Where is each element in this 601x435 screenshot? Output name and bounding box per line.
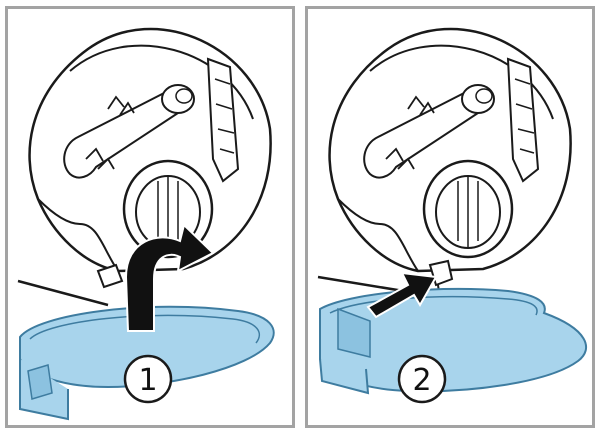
- hinge-bracket: [206, 57, 240, 183]
- step-2-panel: 2: [305, 6, 595, 428]
- filter-handle: [63, 84, 195, 179]
- service-cover: [319, 288, 588, 395]
- step-1-number: 1: [138, 363, 157, 398]
- step-1-badge: [123, 354, 173, 404]
- drain-hose-line: [17, 279, 109, 307]
- hinge-bracket: [506, 57, 540, 183]
- step-2-badge: [397, 354, 447, 404]
- straight-arrow-icon: [366, 271, 438, 319]
- step-2-illustration: 2: [317, 27, 588, 404]
- step-1-illustration: 1: [17, 27, 275, 421]
- service-cover: [19, 305, 275, 421]
- drum-door-inner-ring: [369, 44, 554, 120]
- step-1-panel: 1: [5, 6, 295, 428]
- step-2-number: 2: [412, 363, 431, 398]
- filter-handle: [363, 84, 495, 179]
- drum-door-inner-ring: [69, 44, 254, 120]
- cover-clip: [96, 263, 124, 289]
- curved-arrow-icon: [124, 223, 215, 332]
